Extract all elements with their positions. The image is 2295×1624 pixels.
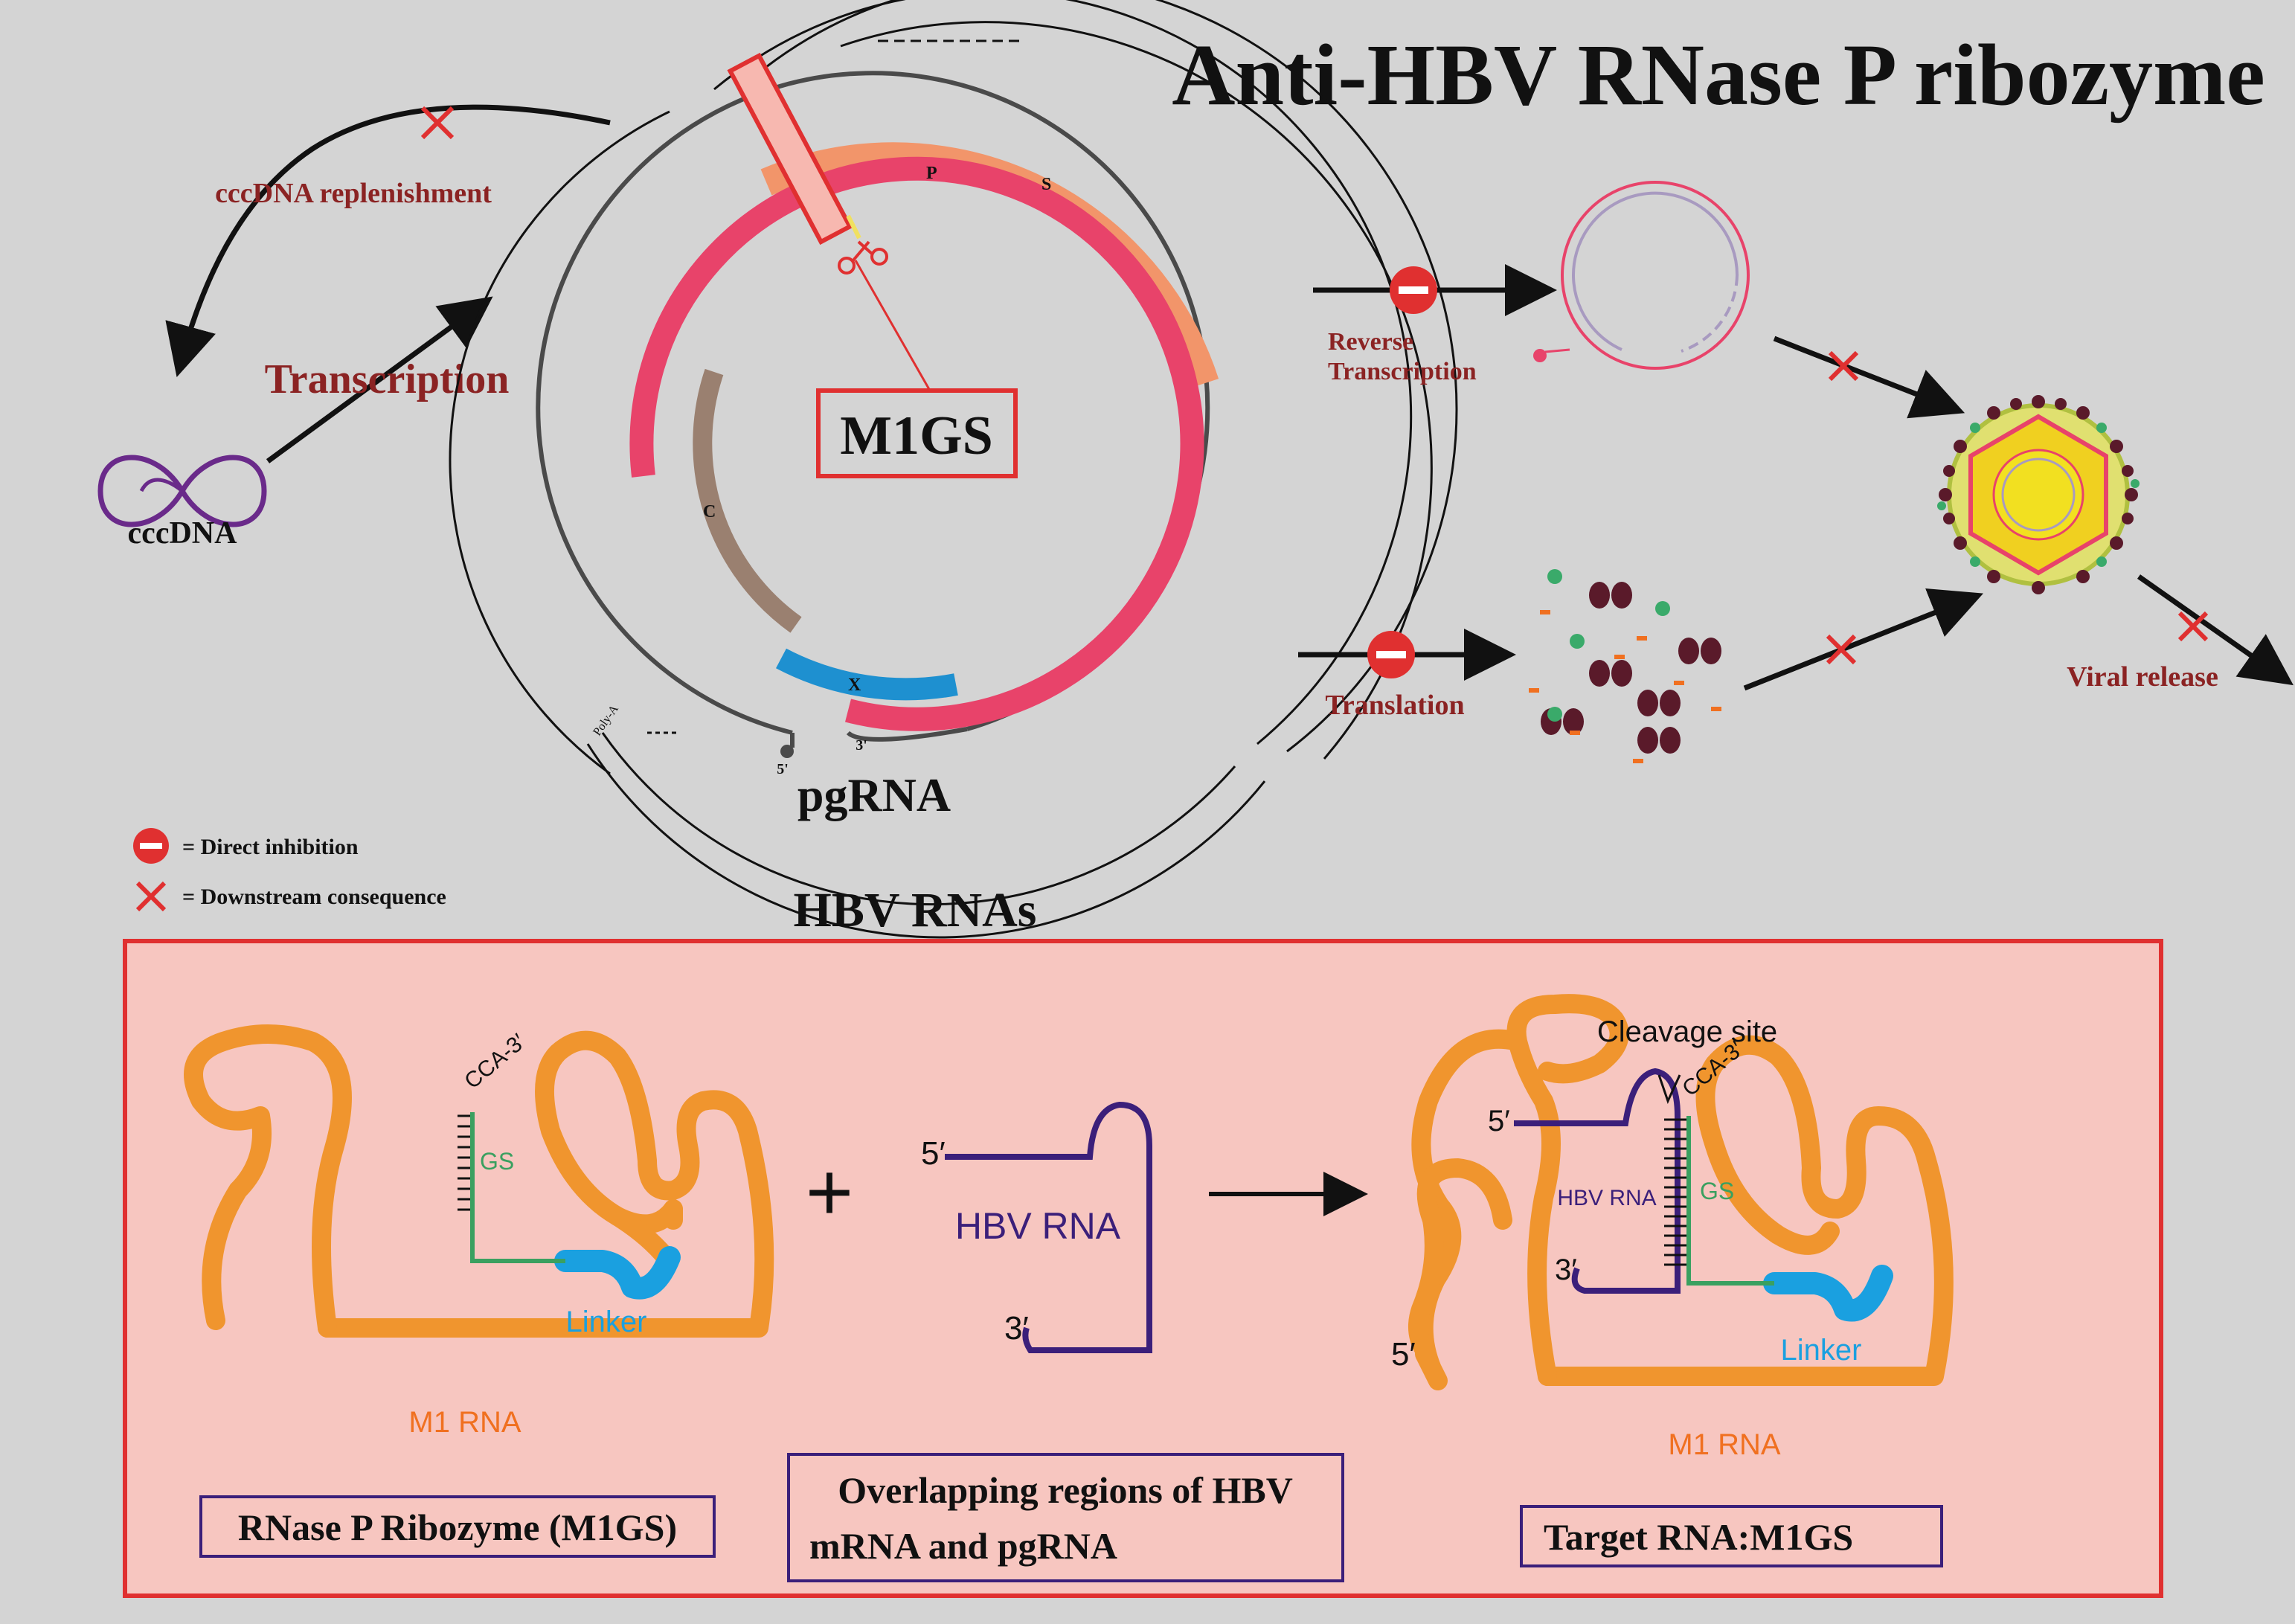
virion-icon bbox=[1937, 395, 2140, 594]
svg-text:Target RNA:M1GS: Target RNA:M1GS bbox=[1544, 1516, 1853, 1558]
legend-direct-label: = Direct inhibition bbox=[182, 835, 359, 859]
gene-c-label: C bbox=[703, 502, 716, 521]
cleavage-site-label: Cleavage site bbox=[1597, 1015, 1777, 1048]
downstream-x-icon bbox=[420, 106, 455, 140]
linker-label: Linker bbox=[1781, 1334, 1862, 1367]
caption-box-ribozyme: RNase P Ribozyme (M1GS) bbox=[199, 1495, 716, 1558]
linker-label: Linker bbox=[566, 1306, 647, 1338]
cccdna-icon bbox=[97, 455, 267, 527]
downstream-x-icon bbox=[1828, 350, 1859, 382]
c-gene-band bbox=[693, 368, 802, 633]
main-title: Anti-HBV RNase P ribozyme bbox=[1172, 26, 2264, 123]
transcription-label: Transcription bbox=[265, 356, 510, 402]
reverse-transcription-pathway: Reverse Transcription bbox=[1313, 181, 1965, 419]
gene-p-label: P bbox=[926, 164, 937, 183]
reverse-label: Reverse bbox=[1328, 328, 1413, 356]
m1-rna-label: M1 RNA bbox=[408, 1406, 521, 1439]
m1gs-label: M1GS bbox=[840, 405, 993, 466]
reverse-transcription-label: Transcription bbox=[1328, 358, 1477, 385]
downstream-x-icon bbox=[1826, 634, 1857, 665]
three-prime-label: 3′ bbox=[1004, 1310, 1029, 1347]
rcdna-icon bbox=[1561, 181, 1750, 370]
legend-downstream-label: = Downstream consequence bbox=[182, 885, 446, 909]
translation-pathway: Translation bbox=[1298, 569, 1984, 763]
hbv-rnas-label: HBV RNAs bbox=[793, 883, 1036, 937]
cleavage-mark-icon bbox=[1657, 1074, 1681, 1105]
replenishment-arrow bbox=[165, 104, 611, 377]
p-gene-band bbox=[629, 156, 1204, 731]
pgrna-label: pgRNA bbox=[797, 768, 951, 821]
viral-proteins-icon bbox=[1529, 569, 1721, 763]
m1gs-box bbox=[816, 388, 1018, 478]
three-prime-label: 3′ bbox=[1555, 1254, 1577, 1286]
viral-release-pathway: Viral release bbox=[2067, 574, 2294, 693]
five-prime-label: 5′ bbox=[921, 1135, 946, 1172]
gene-s-label: S bbox=[1041, 175, 1051, 194]
hbv-rna-strand bbox=[945, 1101, 1152, 1353]
viral-release-label: Viral release bbox=[2067, 661, 2218, 693]
gene-x-label: X bbox=[848, 675, 861, 695]
hbv-rna-label: HBV RNA bbox=[955, 1205, 1121, 1247]
direct-inhibition-icon bbox=[1390, 266, 1437, 314]
m1-rna-strand bbox=[318, 1030, 774, 1338]
poly-a-label: Poly-A bbox=[591, 702, 621, 738]
plus-sign: + bbox=[806, 1146, 853, 1238]
legend: = Direct inhibition = Downstream consequ… bbox=[133, 828, 446, 912]
direct-inhibition-icon bbox=[133, 828, 169, 864]
five-prime-label: 5′ bbox=[1488, 1105, 1510, 1137]
downstream-x-icon bbox=[135, 881, 167, 912]
caption-box-overlapping: Overlapping regions of HBV mRNA and pgRN… bbox=[787, 1453, 1344, 1582]
caption-box-target: Target RNA:M1GS bbox=[1520, 1505, 1943, 1567]
five-prime-cap-icon bbox=[780, 745, 794, 758]
gs-label: GS bbox=[480, 1148, 514, 1175]
m1gs-ribozyme-icon bbox=[727, 52, 861, 245]
svg-text:mRNA and pgRNA: mRNA and pgRNA bbox=[809, 1525, 1117, 1567]
x-gene-band bbox=[776, 648, 958, 701]
five-prime-label: 5' bbox=[777, 761, 789, 777]
cccdna-replenishment-label: cccDNA replenishment bbox=[215, 178, 492, 209]
base-pair-ticks bbox=[458, 1114, 470, 1211]
gs-label: GS bbox=[1700, 1178, 1734, 1204]
transcription-arrow bbox=[266, 296, 493, 463]
downstream-x-icon bbox=[2177, 611, 2209, 642]
m1-rna-label: M1 RNA bbox=[1668, 1428, 1780, 1461]
cccdna-cycle: cccDNA replenishment Transcription cccDN… bbox=[97, 104, 611, 551]
cccdna-label: cccDNA bbox=[128, 516, 238, 551]
svg-text:RNase P Ribozyme (M1GS): RNase P Ribozyme (M1GS) bbox=[238, 1506, 677, 1548]
gs-strand bbox=[470, 1112, 565, 1263]
svg-text:Overlapping regions of HBV: Overlapping regions of HBV bbox=[838, 1469, 1293, 1511]
linker-strand bbox=[554, 1246, 681, 1300]
mechanism-panel bbox=[123, 939, 2163, 1598]
hbv-rna-circle: Poly-A 5' 3' P S C X bbox=[449, 0, 1458, 939]
three-prime-label: 3' bbox=[856, 737, 867, 754]
scissors-icon bbox=[838, 240, 888, 275]
hbv-rna-structure: 5′ 3′ HBV RNA bbox=[921, 1101, 1152, 1353]
direct-inhibition-icon bbox=[1367, 631, 1415, 678]
translation-label: Translation bbox=[1325, 690, 1464, 721]
five-prime-label: 5′ bbox=[1391, 1336, 1416, 1373]
hbv-rna-small-label: HBV RNA bbox=[1557, 1186, 1656, 1210]
